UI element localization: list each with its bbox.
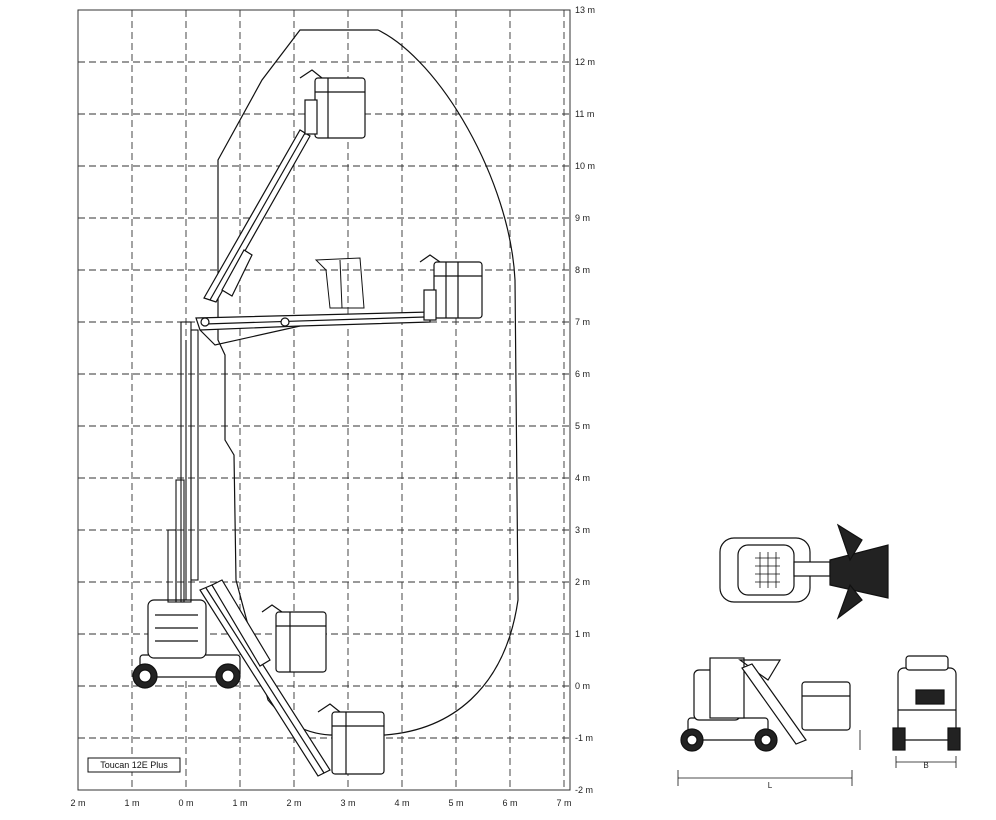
- machine-base: [132, 599, 241, 689]
- x-tick-label: 6 m: [502, 798, 517, 808]
- machine-mast: [167, 321, 199, 603]
- y-tick-label: 6 m: [575, 369, 590, 379]
- machine-top-view: [719, 523, 889, 620]
- y-tick-label: 12 m: [575, 57, 595, 67]
- y-tick-label: 9 m: [575, 213, 590, 223]
- y-tick-label: -1 m: [575, 733, 593, 743]
- boom-horizontal: [195, 311, 431, 346]
- y-tick-label: 13 m: [575, 5, 595, 15]
- x-tick-labels: 2 m 1 m 0 m 1 m 2 m 3 m 4 m 5 m 6 m 7 m: [70, 798, 571, 808]
- y-tick-label: 3 m: [575, 525, 590, 535]
- length-label: L: [768, 781, 773, 790]
- x-tick-label: 2 m: [70, 798, 85, 808]
- x-tick-label: 3 m: [340, 798, 355, 808]
- width-dimension: [895, 756, 957, 768]
- boom-diagonal-down: [199, 579, 331, 777]
- y-tick-label: 7 m: [575, 317, 590, 327]
- model-label-box: [87, 757, 181, 773]
- basket-ghost: [314, 257, 365, 309]
- y-tick-label: 5 m: [575, 421, 590, 431]
- basket-lower: [261, 604, 327, 673]
- length-dimension: [677, 770, 853, 786]
- y-tick-label: 1 m: [575, 629, 590, 639]
- x-tick-label: 4 m: [394, 798, 409, 808]
- y-tick-label: 11 m: [575, 109, 594, 119]
- x-tick-label: 2 m: [286, 798, 301, 808]
- y-tick-label: 10 m: [575, 161, 595, 171]
- basket-top: [299, 69, 366, 139]
- working-envelope: [217, 29, 519, 736]
- x-tick-label: 7 m: [556, 798, 571, 808]
- boom-diagonal-up: [203, 129, 311, 303]
- grid-frame: [77, 9, 571, 791]
- model-label: Toucan 12E Plus: [100, 760, 168, 770]
- width-label: B: [923, 761, 928, 770]
- y-tick-labels: 13 m 12 m 11 m 10 m 9 m 8 m 7 m 6 m 5 m …: [575, 5, 595, 795]
- x-tick-label: 1 m: [232, 798, 247, 808]
- y-tick-label: -2 m: [575, 785, 593, 795]
- basket-bottom: [317, 703, 385, 775]
- y-tick-label: 4 m: [575, 473, 590, 483]
- x-tick-label: 5 m: [448, 798, 463, 808]
- y-tick-label: 8 m: [575, 265, 590, 275]
- y-tick-label: 2 m: [575, 577, 590, 587]
- machine-front-view: [892, 655, 961, 751]
- y-tick-label: 0 m: [575, 681, 590, 691]
- machine-side-view: [680, 657, 861, 752]
- x-tick-label: 0 m: [178, 798, 193, 808]
- x-tick-label: 1 m: [124, 798, 139, 808]
- basket-top-right: [419, 254, 483, 321]
